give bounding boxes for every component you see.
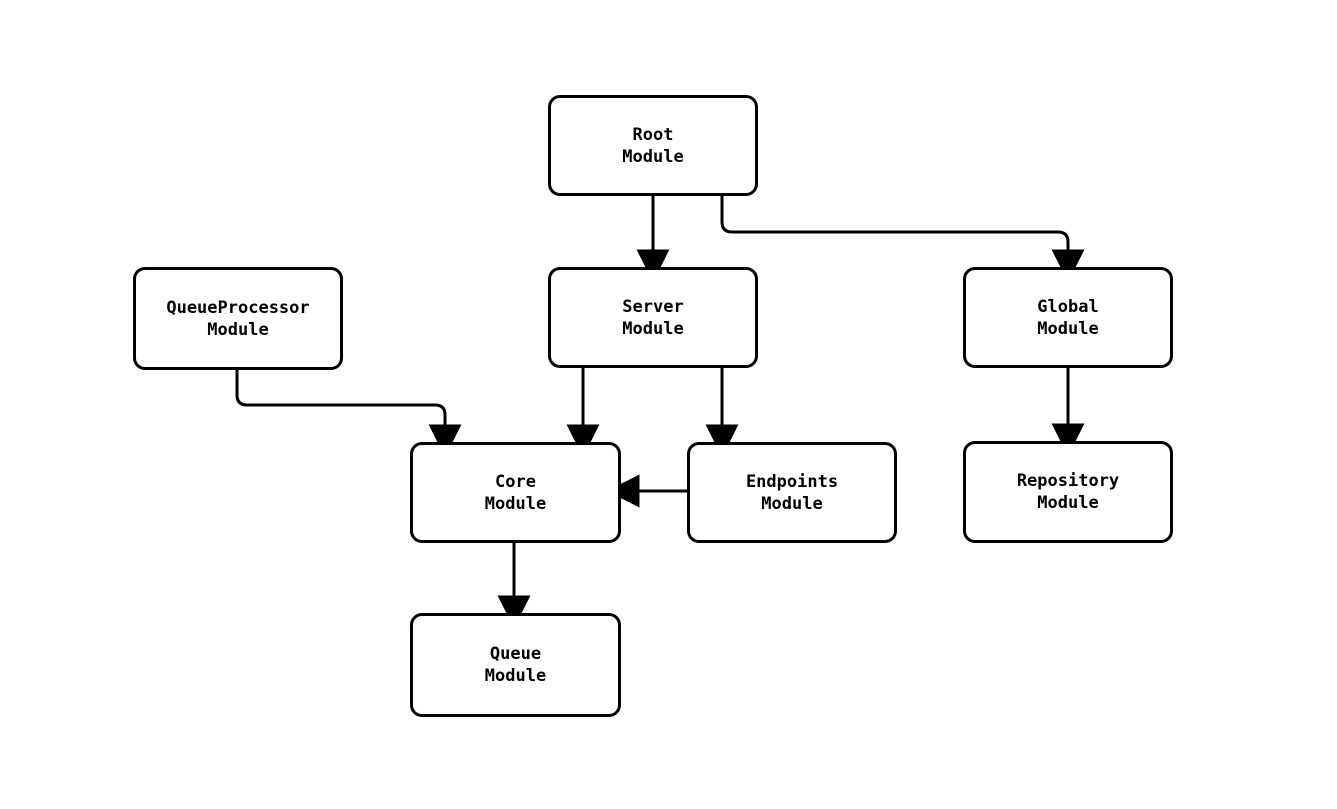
edge-root-to-global	[720, 196, 1085, 283]
node-queueprocessor-module-label: QueueProcessor Module	[166, 297, 310, 340]
node-queueprocessor-module[interactable]: QueueProcessor Module	[133, 267, 343, 370]
node-queue-module-label: Queue Module	[484, 644, 547, 686]
node-endpoints-module[interactable]: Endpoints Module	[687, 442, 897, 543]
node-core-module[interactable]: Core Module	[410, 442, 621, 543]
node-global-module[interactable]: Global Module	[963, 267, 1173, 368]
node-server-module[interactable]: Server Module	[548, 267, 758, 368]
node-repository-module-label: Repository Module	[1016, 471, 1120, 513]
edge-queueprocessor-to-core	[235, 370, 462, 458]
node-core-module-label: Core Module	[484, 471, 547, 514]
node-server-module-label: Server Module	[622, 296, 684, 339]
node-root-module-label: Root Module	[622, 124, 684, 167]
node-root-module[interactable]: Root Module	[548, 95, 758, 196]
node-endpoints-module-label: Endpoints Module	[745, 471, 839, 514]
node-global-module-label: Global Module	[1037, 296, 1099, 339]
node-queue-module[interactable]: Queue Module	[410, 613, 621, 717]
node-repository-module[interactable]: Repository Module	[963, 441, 1173, 543]
